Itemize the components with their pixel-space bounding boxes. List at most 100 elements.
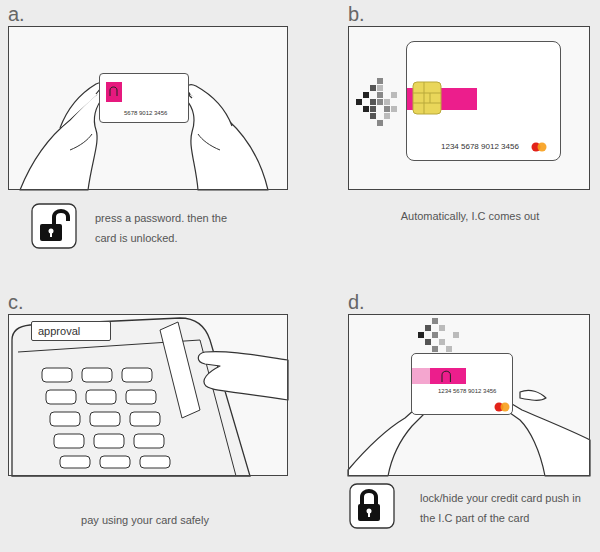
pixel-square xyxy=(363,92,369,98)
key xyxy=(134,434,164,448)
card-logo xyxy=(538,143,547,152)
pixel-square xyxy=(377,120,383,126)
key xyxy=(86,390,116,404)
panel-ground xyxy=(8,314,288,476)
key xyxy=(126,390,156,404)
key xyxy=(94,434,124,448)
key xyxy=(60,456,90,468)
pixel-square xyxy=(391,92,397,98)
card-logo xyxy=(501,403,510,412)
left-hand xyxy=(20,92,104,190)
caption-text: pay using your card safely xyxy=(45,510,245,530)
key xyxy=(50,412,80,426)
lock-mark xyxy=(442,371,450,382)
panel-frame: 1234 5678 9012 3456d. xyxy=(348,314,590,476)
pixel-square xyxy=(446,346,452,352)
lock-mark xyxy=(110,87,117,96)
pixel-square xyxy=(439,325,445,331)
pixel-square xyxy=(453,332,459,338)
key xyxy=(140,456,170,468)
pixel-square xyxy=(356,99,362,105)
left-hand xyxy=(60,83,104,128)
card-number: 1234 5678 9012 3456 xyxy=(438,388,496,395)
panel-frame: 1234 5678 9012 3456b. xyxy=(348,26,590,190)
caption-text: lock/hide your credit card push in the I… xyxy=(420,488,588,528)
right-hand xyxy=(187,85,232,126)
padlock-body xyxy=(358,504,380,521)
panel-letter: b. xyxy=(348,2,365,26)
icon-frame xyxy=(32,204,76,248)
card-art xyxy=(412,354,514,416)
pink-lock-area xyxy=(106,82,122,102)
finger-line xyxy=(198,134,220,150)
key xyxy=(54,434,84,448)
panel-ground xyxy=(348,26,590,190)
screen-text: approval xyxy=(38,325,80,338)
lock-icon xyxy=(350,484,394,528)
pixel-square xyxy=(363,106,369,112)
credit-card: 5678 9012 3456 xyxy=(99,73,189,123)
pixel-square xyxy=(377,92,383,98)
key xyxy=(90,412,120,426)
key xyxy=(46,390,76,404)
padlock-body xyxy=(40,224,62,241)
padlock-shackle xyxy=(54,211,68,224)
key xyxy=(130,412,160,426)
panel-letter: c. xyxy=(8,290,24,314)
key xyxy=(100,456,130,468)
pixel-squares xyxy=(356,78,397,126)
pixel-square xyxy=(384,99,390,105)
keyhole xyxy=(368,511,370,517)
key xyxy=(122,368,152,382)
pixel-square xyxy=(377,78,383,84)
pink-band-light xyxy=(412,368,430,384)
pixel-square xyxy=(432,332,438,338)
panel-ground xyxy=(8,26,288,190)
pixel-square xyxy=(391,106,397,112)
pixel-square xyxy=(377,99,383,105)
icon-frame xyxy=(350,484,394,528)
pixel-square xyxy=(432,346,438,352)
pixel-square xyxy=(370,106,376,112)
caption-text: Automatically, I.C comes out xyxy=(370,206,570,226)
pink-band xyxy=(430,368,466,384)
right-hand xyxy=(504,403,590,476)
card-art xyxy=(100,74,190,124)
caption-text: press a password. then the card is unloc… xyxy=(95,208,245,248)
hand xyxy=(198,352,288,400)
panel-letter: d. xyxy=(348,290,365,314)
key xyxy=(82,368,112,382)
right-hand-thumb xyxy=(520,390,546,400)
card-number: 1234 5678 9012 3456 xyxy=(441,142,519,152)
inserted-card xyxy=(160,322,200,418)
key xyxy=(42,368,72,382)
panel-letter: a. xyxy=(8,2,25,26)
credit-card: 1234 5678 9012 3456 xyxy=(411,353,513,415)
pixel-square xyxy=(425,325,431,331)
terminal-screen: approval xyxy=(31,321,111,341)
pixel-square xyxy=(377,85,383,91)
finger-line xyxy=(70,134,92,150)
pixel-square xyxy=(384,113,390,119)
pixel-square xyxy=(370,85,376,91)
pixel-square xyxy=(418,332,424,338)
lock-icon xyxy=(32,204,76,248)
pixel-square xyxy=(432,318,438,324)
keypad xyxy=(42,368,170,468)
keyhole xyxy=(50,231,52,237)
payment-terminal xyxy=(12,318,250,476)
left-hand xyxy=(348,407,425,476)
padlock-shackle xyxy=(362,491,376,504)
panel-ground xyxy=(348,314,590,476)
chip-lines xyxy=(413,82,441,114)
pixel-square xyxy=(370,99,376,105)
right-hand xyxy=(186,94,268,190)
ic-chip xyxy=(413,82,441,114)
panel-frame: 5678 9012 3456a. xyxy=(8,26,288,190)
card-number: 5678 9012 3456 xyxy=(124,110,167,117)
pixel-square xyxy=(370,113,376,119)
panel-frame: approvalc. xyxy=(8,314,288,476)
pixel-square xyxy=(425,339,431,345)
